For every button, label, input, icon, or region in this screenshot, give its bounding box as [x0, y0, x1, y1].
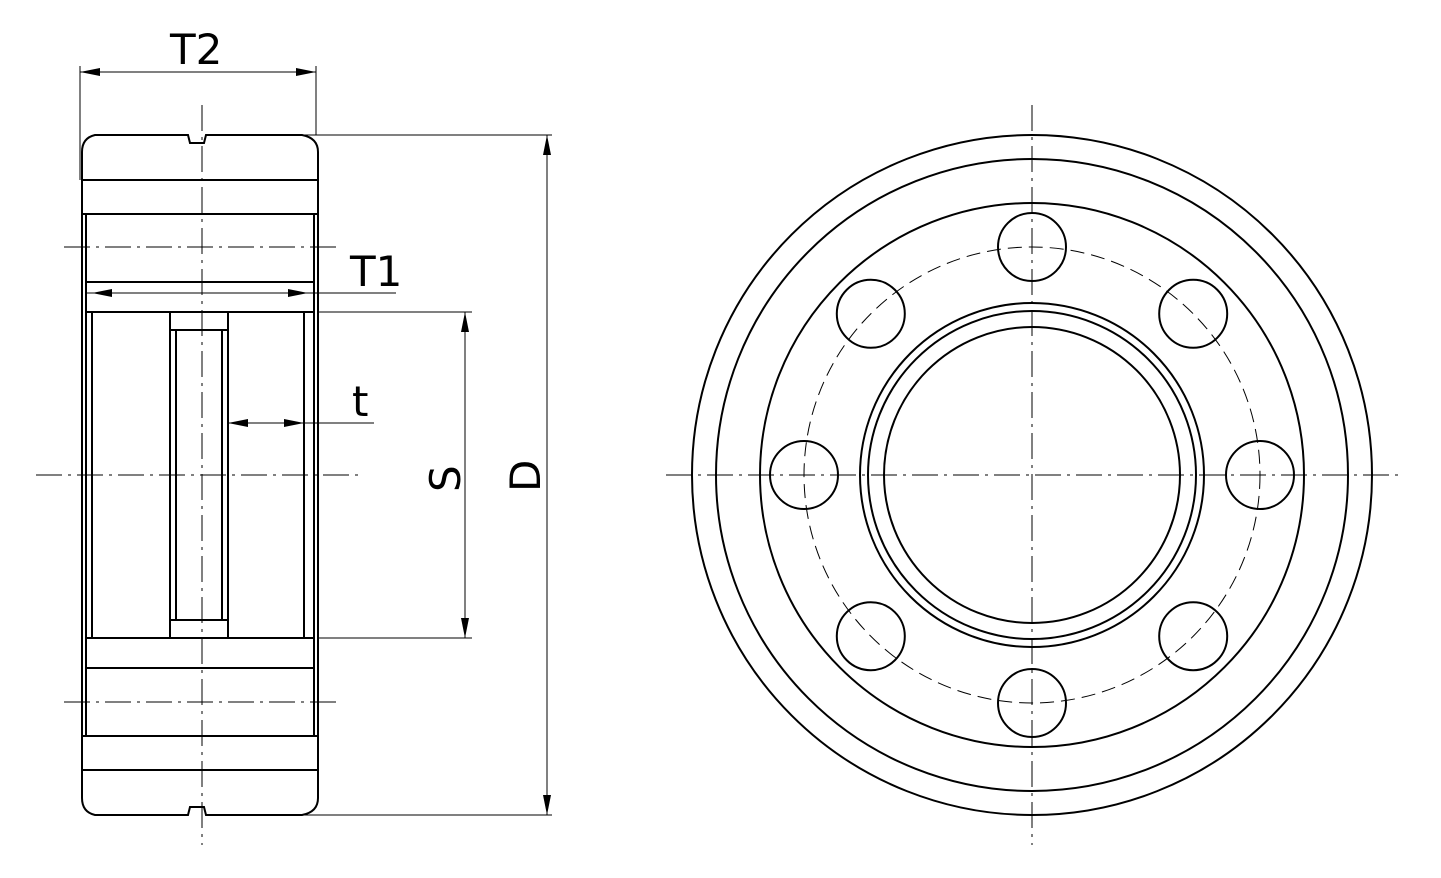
section-view: [36, 105, 364, 845]
bolt-hole: [1158, 278, 1229, 349]
tyre-top: [81, 134, 319, 181]
inner-band-top: [85, 281, 315, 313]
hub-ring-top: [81, 179, 319, 215]
dim-label-t: t: [352, 377, 368, 426]
dimensions: T2 T1 t S D: [79, 25, 552, 816]
dim-label-s: S: [421, 465, 470, 492]
bolt-holes: [769, 212, 1295, 738]
hub-ring-bottom: [81, 735, 319, 771]
bolt-hole: [835, 601, 906, 672]
bolt-hole: [835, 278, 906, 349]
dim-label-t1: T1: [349, 247, 402, 296]
dim-label-t2: T2: [169, 25, 222, 74]
dim-label-d: D: [501, 460, 550, 492]
bolt-hole: [1158, 601, 1229, 672]
inner-band-bottom: [85, 637, 315, 669]
tyre-bottom: [81, 769, 319, 816]
front-view: [666, 105, 1400, 845]
